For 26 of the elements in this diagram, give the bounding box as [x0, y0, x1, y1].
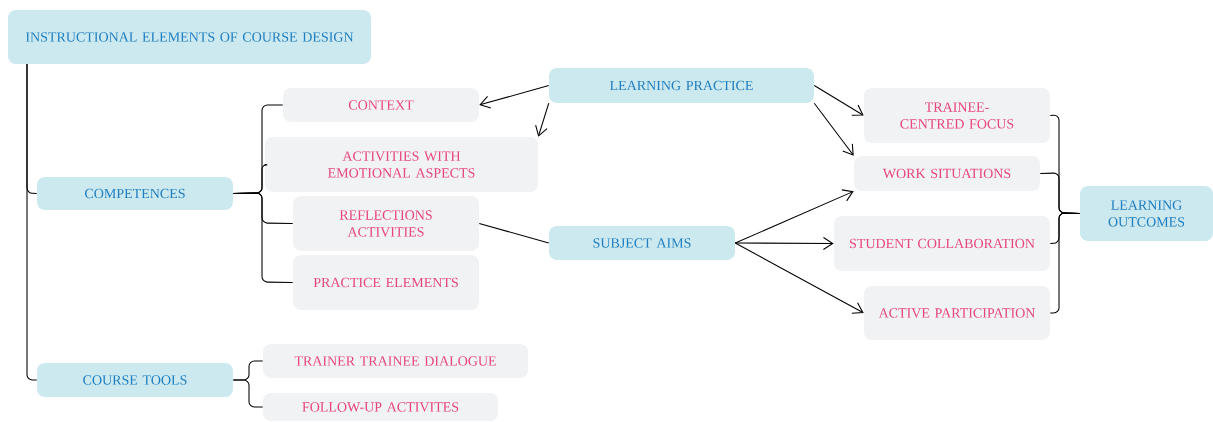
item-box: TRAINEE-CENTRED FOCUS [864, 88, 1050, 143]
main-box: COURSE TOOLS [37, 363, 233, 397]
connector-arrow [734, 242, 864, 314]
main-box: COMPETENCES [37, 177, 233, 210]
item-box: WORK SITUATIONS [854, 156, 1040, 191]
main-box: LEARNING OUTCOMES [1080, 186, 1213, 241]
connector-arrow [813, 102, 854, 156]
item-box: PRACTICE ELEMENTS [293, 255, 479, 310]
item-box: STUDENT COLLABORATION [834, 216, 1050, 271]
connector-line [26, 63, 38, 381]
main-box: INSTRUCTIONAL ELEMENTS OF COURSE DESIGN [8, 10, 371, 64]
connector-arrow [734, 236, 834, 250]
connector-arrow [479, 84, 550, 109]
connector-arrow [734, 189, 854, 244]
item-box: CONTEXT [283, 88, 479, 122]
item-box: TRAINER TRAINEE DIALOGUE [263, 344, 528, 378]
connector-arrow [535, 102, 550, 137]
item-box: ACTIVITIES WITH EMOTIONAL ASPECTS [265, 137, 538, 192]
connector-line [232, 192, 294, 284]
main-box: SUBJECT AIMS [549, 226, 735, 260]
main-box: LEARNING PRACTICE [549, 68, 814, 103]
connector-line [478, 222, 550, 244]
item-box: ACTIVE PARTICIPATION [864, 286, 1050, 340]
item-box: FOLLOW-UP ACTIVITES [263, 393, 498, 421]
item-box: REFLECTIONS ACTIVITIES [293, 196, 479, 251]
connector-arrow [813, 84, 864, 116]
